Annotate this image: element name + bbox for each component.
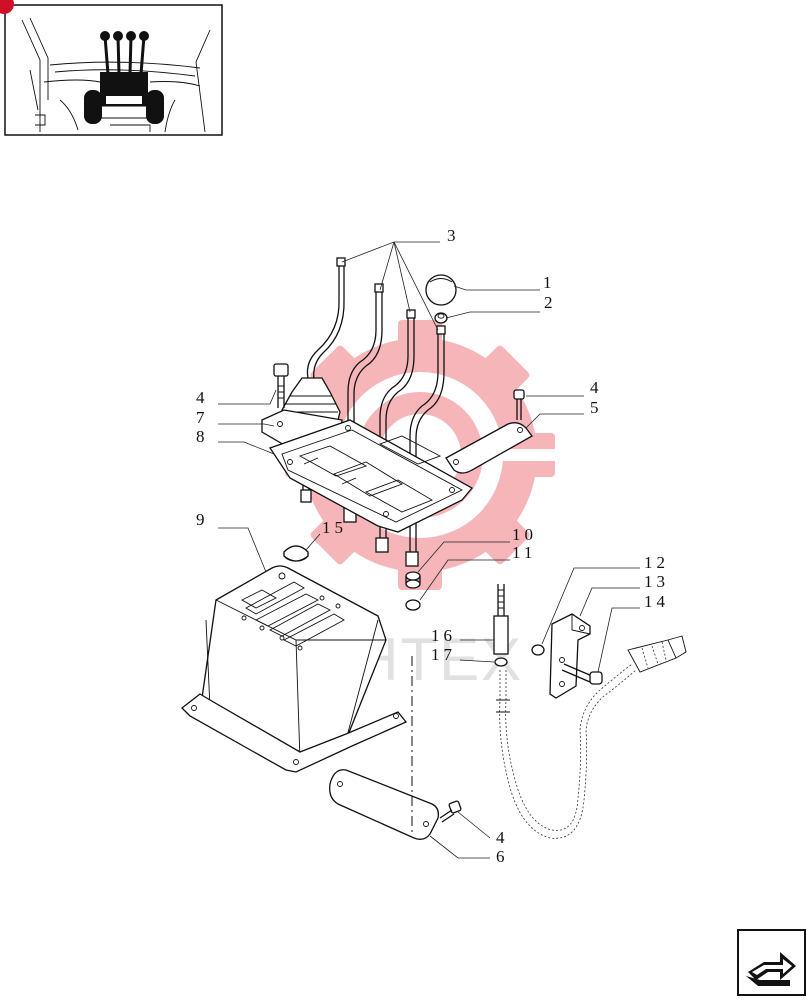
callout-10: 10 xyxy=(512,525,537,544)
callout-6: 6 xyxy=(496,847,509,866)
bolt-upper-right xyxy=(513,389,525,420)
callout-12: 12 xyxy=(644,553,669,572)
cable-bracket xyxy=(549,613,591,699)
grommet xyxy=(283,545,309,562)
bolt-lower xyxy=(439,800,462,823)
callout-5: 5 xyxy=(590,398,603,417)
callout-8: 8 xyxy=(196,427,209,446)
bolt-upper-left xyxy=(273,363,289,408)
callout-9: 9 xyxy=(196,510,209,529)
cover-plate-upper xyxy=(445,422,533,474)
bracket-bolt xyxy=(561,663,603,685)
callout-labels: 3 1 2 4 5 4 7 8 9 15 10 11 12 13 14 16 1… xyxy=(196,226,669,866)
callout-3: 3 xyxy=(447,226,460,245)
callout-7: 7 xyxy=(196,408,209,427)
callout-4-lower: 4 xyxy=(496,828,509,847)
bracket-washer xyxy=(531,644,545,656)
callout-14: 14 xyxy=(644,592,669,611)
callout-1: 1 xyxy=(543,273,556,292)
lever-gate-frame xyxy=(268,419,474,533)
next-page-arrow-icon[interactable] xyxy=(737,929,806,996)
cover-plate-lower xyxy=(329,769,440,840)
lever-knob xyxy=(425,274,457,306)
callout-17: 17 xyxy=(431,645,456,664)
callout-4-upper-left: 4 xyxy=(196,388,209,407)
locator-marker-icon xyxy=(0,0,14,14)
callout-13: 13 xyxy=(644,572,669,591)
spacer xyxy=(405,571,421,589)
callout-11: 11 xyxy=(512,543,536,562)
callout-2: 2 xyxy=(544,293,557,312)
leader-lines xyxy=(218,241,640,859)
control-cable xyxy=(496,635,687,839)
callout-16: 16 xyxy=(431,626,456,645)
washer xyxy=(405,599,421,611)
knob-ferrule xyxy=(434,312,448,324)
threaded-rod xyxy=(493,584,509,655)
rod-cap xyxy=(494,657,508,667)
callout-15: 15 xyxy=(322,518,347,537)
console-housing xyxy=(181,565,408,773)
callout-4-upper-right: 4 xyxy=(590,378,603,397)
locator-thumbnail xyxy=(0,0,223,136)
